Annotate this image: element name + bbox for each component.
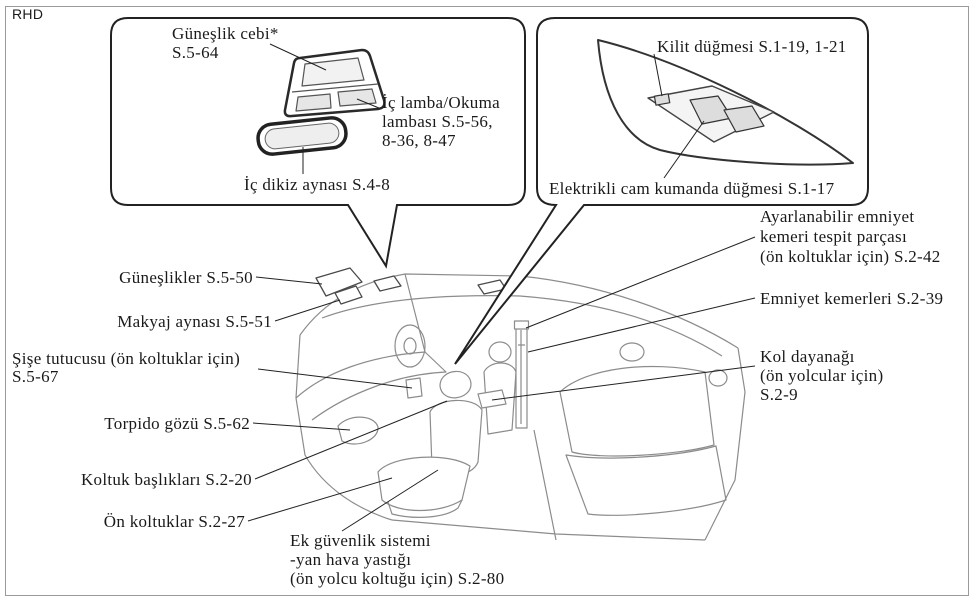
label-sun-visors: Güneşlikler S.5-50 <box>119 268 253 287</box>
rear-headrest-right <box>709 370 727 386</box>
label-line: S.5-64 <box>172 43 279 62</box>
label-power-window-switch: Elektrikli cam kumanda düğmesi S.1-17 <box>549 179 834 198</box>
label-vanity-mirror: Makyaj aynası S.5-51 <box>117 312 272 331</box>
rear-headrest-left <box>620 343 644 361</box>
leader-vanity-mirror <box>275 300 340 321</box>
front-door-panel <box>296 398 392 520</box>
label-belt-anchor: Ayarlanabilir emniyet kemeri tespit parç… <box>760 207 941 267</box>
rear-seat-backrest <box>560 366 714 455</box>
dashboard <box>296 352 446 420</box>
front-seat-cushion <box>378 457 470 510</box>
reading-lamp-right <box>338 89 376 106</box>
label-line: lambası S.5-56, <box>382 112 500 131</box>
front-headrest <box>440 371 471 397</box>
label-line: (ön koltuklar için) S.2-42 <box>760 247 941 267</box>
label-bottle-holder: Şişe tutucusu (ön koltuklar için) S.5-67 <box>12 350 240 386</box>
label-line: S.5-67 <box>12 368 240 386</box>
overhead-console <box>374 276 401 291</box>
label-rear-view-mirror: İç dikiz aynası S.4-8 <box>244 175 390 194</box>
label-sunglass-holder: Güneşlik cebi* S.5-64 <box>172 24 279 62</box>
label-line: Ek güvenlik sistemi <box>290 531 504 550</box>
label-line: (ön yolcu koltuğu için) S.2-80 <box>290 569 504 588</box>
label-armrest: Kol dayanağı (ön yolcular için) S.2-9 <box>760 347 883 404</box>
leader-front-seats <box>248 478 392 521</box>
leader-belt-anchor <box>526 237 755 328</box>
label-line: 8-36, 8-47 <box>382 131 500 150</box>
label-line: (ön yolcular için) <box>760 366 883 385</box>
label-side-airbag: Ek güvenlik sistemi -yan hava yastığı (ö… <box>290 531 504 588</box>
steering-wheel <box>395 325 425 367</box>
leader-seat-belts <box>528 298 755 352</box>
overhead-console-detail <box>285 50 385 116</box>
steering-side-label: RHD <box>12 6 43 22</box>
label-line: Şişe tutucusu (ön koltuklar için) <box>12 350 240 368</box>
label-line: S.2-9 <box>760 385 883 404</box>
label-seat-belts: Emniyet kemerleri S.2-39 <box>760 289 943 308</box>
rear-seat-cushion <box>566 446 726 515</box>
car-interior-illustration <box>296 274 745 540</box>
label-line: -yan hava yastığı <box>290 550 504 569</box>
label-line: Güneşlik cebi* <box>172 24 279 43</box>
reading-lamp-left <box>296 94 331 111</box>
label-line: İç lamba/Okuma <box>382 93 500 112</box>
leader-sun-visors <box>256 277 322 284</box>
label-lock-switch: Kilit düğmesi S.1-19, 1-21 <box>657 37 847 56</box>
label-line: kemeri tespit parçası <box>760 227 941 247</box>
a-pillar <box>296 274 425 398</box>
label-line: Ayarlanabilir emniyet <box>760 207 941 227</box>
steering-wheel-hub <box>404 338 416 354</box>
label-interior-lamp: İç lamba/Okuma lambası S.5-56, 8-36, 8-4… <box>382 93 500 150</box>
glove-box <box>338 417 378 444</box>
label-glove-box: Torpido gözü S.5-62 <box>104 414 250 433</box>
label-front-seats: Ön koltuklar S.2-27 <box>104 512 245 531</box>
driver-headrest <box>489 342 511 362</box>
leader-bottle-holder <box>258 369 412 388</box>
leader-glove-box <box>253 423 350 430</box>
label-head-restraints: Koltuk başlıkları S.2-20 <box>81 470 252 489</box>
label-line: Kol dayanağı <box>760 347 883 366</box>
